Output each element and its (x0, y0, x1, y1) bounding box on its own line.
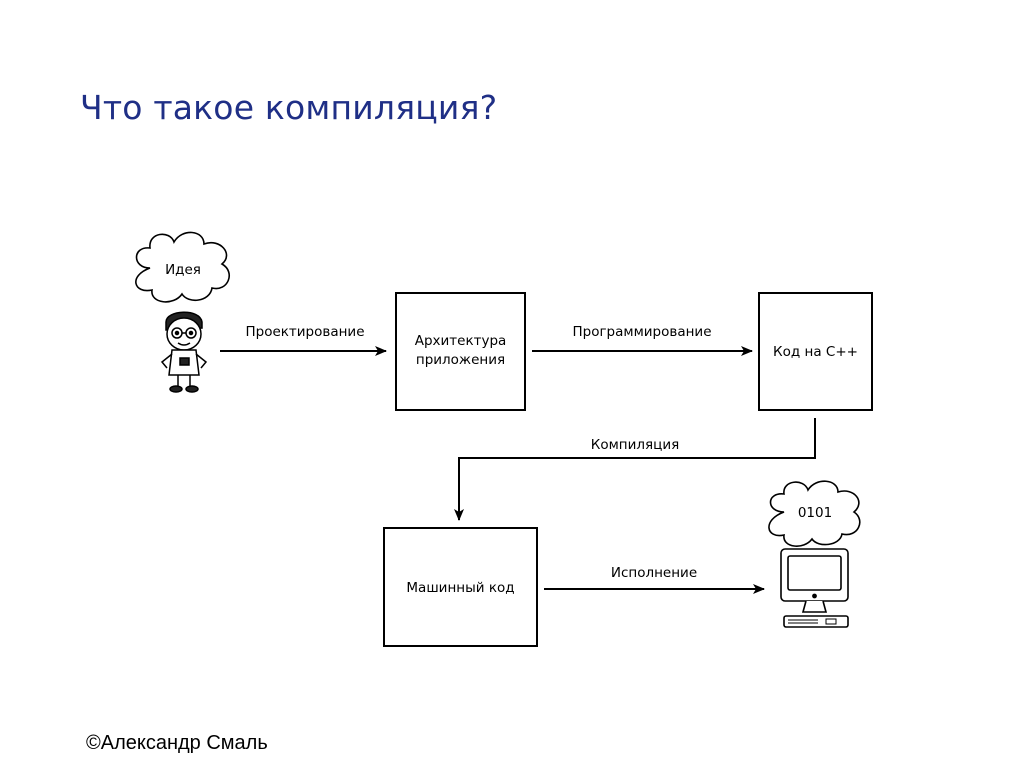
architecture-box: Архитектура приложения (395, 292, 526, 411)
author-credit: ©Александр Смаль (86, 732, 268, 754)
execution-arrow: Исполнение (544, 565, 765, 594)
cpp-code-box: Код на C++ (758, 292, 873, 411)
compilation-arrow: Компиляция (454, 418, 816, 521)
design-label: Проектирование (245, 324, 364, 340)
page-title: Что такое компиляция? (80, 88, 498, 127)
machine-code-label: Машинный код (406, 580, 514, 596)
programming-label: Программирование (572, 324, 711, 340)
architecture-label-line2: приложения (416, 352, 505, 368)
binary-label: 0101 (798, 505, 832, 521)
cartoon-person-icon (160, 311, 208, 393)
binary-cloud: 0101 (768, 480, 861, 547)
design-arrow: Проектирование (220, 324, 387, 356)
architecture-label-line1: Архитектура (415, 333, 507, 349)
programming-arrow: Программирование (532, 324, 753, 356)
idea-label: Идея (165, 262, 201, 278)
desktop-computer-icon (780, 548, 849, 628)
machine-code-box: Машинный код (383, 527, 538, 647)
idea-cloud: Идея (135, 231, 230, 303)
execution-label: Исполнение (611, 565, 697, 581)
compilation-label: Компиляция (591, 437, 679, 453)
cpp-code-label: Код на C++ (773, 344, 858, 360)
